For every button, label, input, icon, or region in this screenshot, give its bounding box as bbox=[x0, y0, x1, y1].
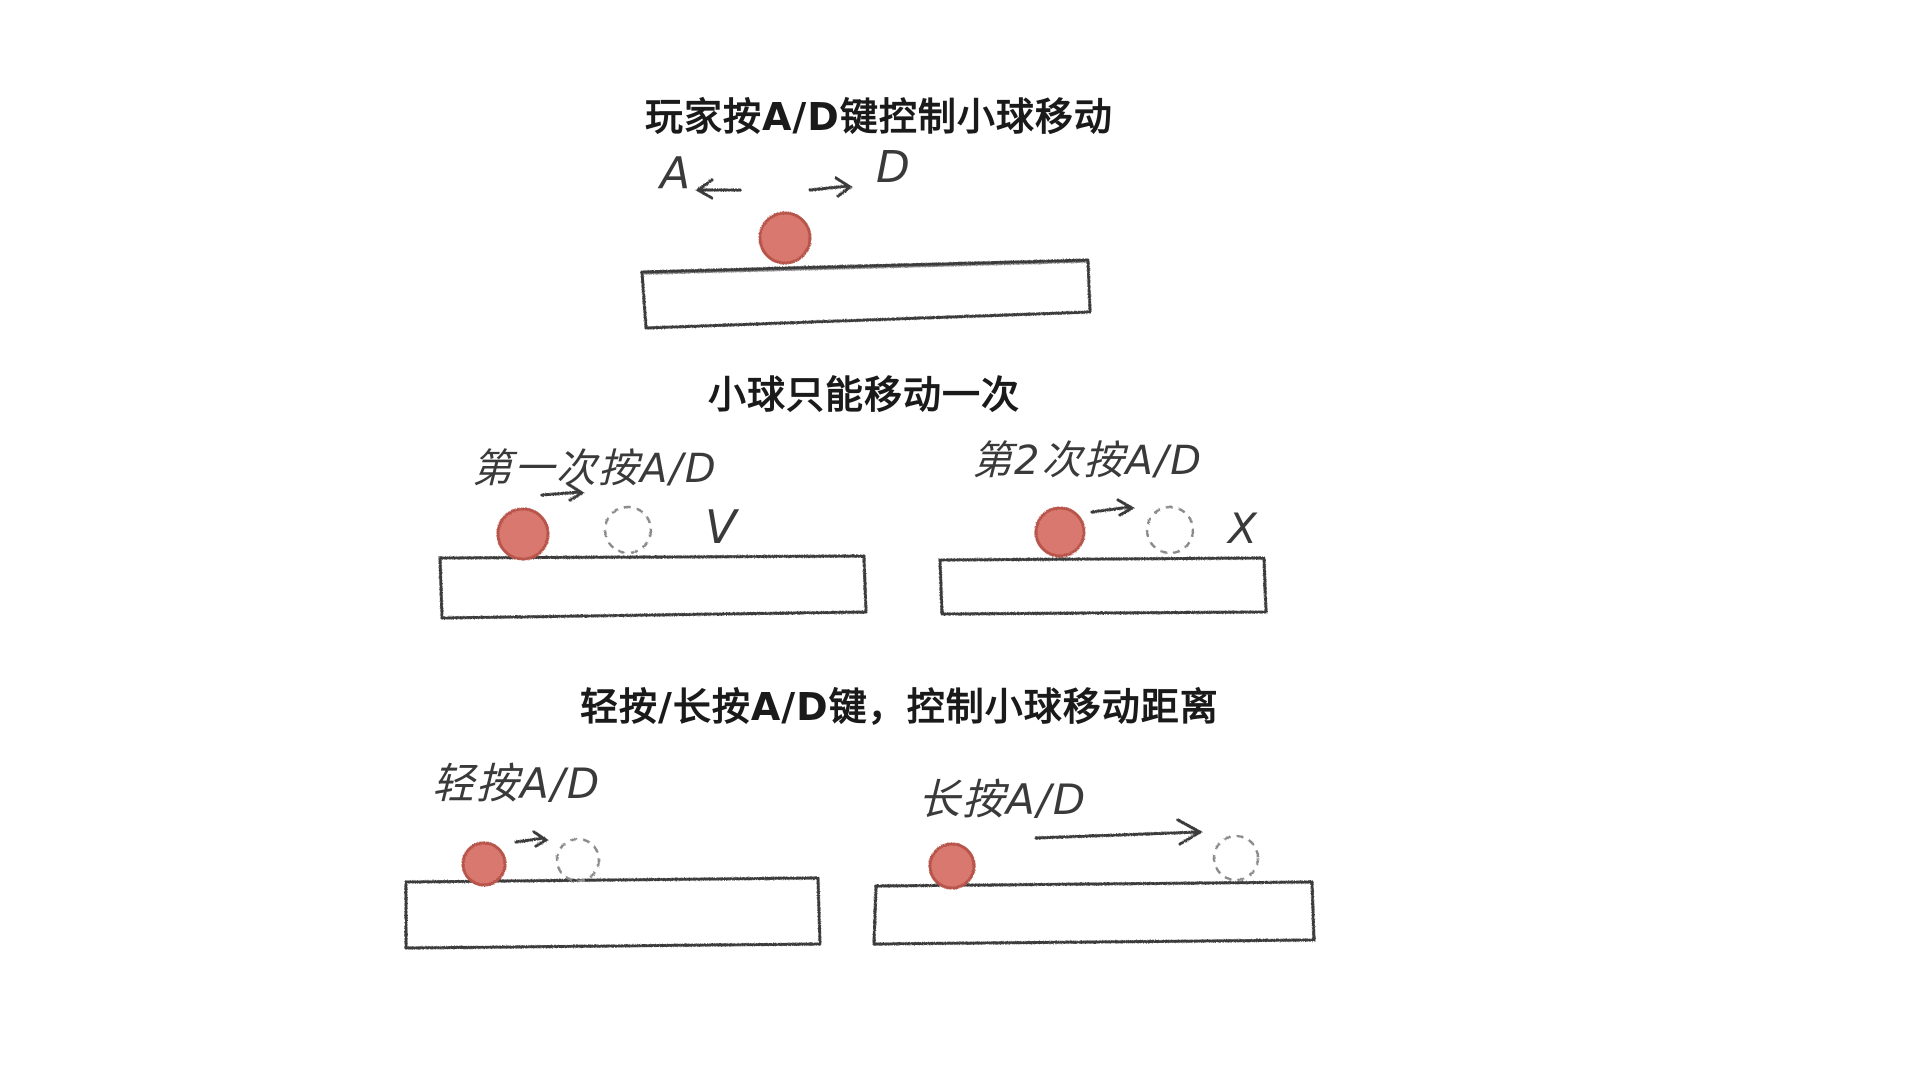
section2-second-sketch bbox=[938, 498, 1268, 616]
ghost-ball-2a bbox=[603, 505, 653, 555]
arrow-2b-icon bbox=[1090, 498, 1135, 517]
ball-3a bbox=[461, 841, 507, 887]
section1-title: 玩家按A/D键控制小球移动 bbox=[645, 95, 1113, 139]
ball-2a bbox=[496, 507, 550, 561]
section3-short-sketch bbox=[404, 830, 822, 950]
short-press-caption: 轻按A/D bbox=[432, 759, 602, 808]
ghost-ball-3b bbox=[1212, 834, 1260, 882]
section1-sketch bbox=[640, 176, 1092, 330]
ball-3b bbox=[928, 842, 976, 890]
second-press-caption: 第2次按A/D bbox=[972, 438, 1204, 484]
section3-title: 轻按/长按A/D键，控制小球移动距离 bbox=[580, 685, 1219, 729]
key-d-label: D bbox=[876, 142, 912, 193]
platform-3a bbox=[404, 876, 822, 950]
ball-1 bbox=[758, 211, 812, 265]
platform-2b bbox=[938, 556, 1268, 616]
platform-1 bbox=[640, 258, 1092, 330]
left-arrow-icon bbox=[695, 178, 742, 200]
fail-mark: X bbox=[1228, 504, 1259, 553]
arrow-3a-icon bbox=[514, 830, 549, 848]
section3-long-sketch bbox=[872, 818, 1316, 946]
platform-2a bbox=[438, 554, 868, 620]
arrow-2a-icon bbox=[540, 482, 585, 502]
section2-first-sketch bbox=[438, 482, 868, 620]
ball-2b bbox=[1034, 506, 1086, 558]
platform-3b bbox=[872, 880, 1316, 946]
ghost-ball-3a bbox=[555, 837, 601, 883]
long-press-caption: 长按A/D bbox=[918, 775, 1088, 824]
ghost-ball-2b bbox=[1145, 505, 1195, 555]
first-press-caption: 第一次按A/D bbox=[472, 446, 718, 492]
success-mark: V bbox=[705, 500, 739, 554]
right-arrow-icon bbox=[808, 176, 853, 198]
key-a-label: A bbox=[660, 148, 693, 199]
arrow-3b-icon bbox=[1034, 818, 1204, 846]
section2-title: 小球只能移动一次 bbox=[708, 373, 1021, 417]
